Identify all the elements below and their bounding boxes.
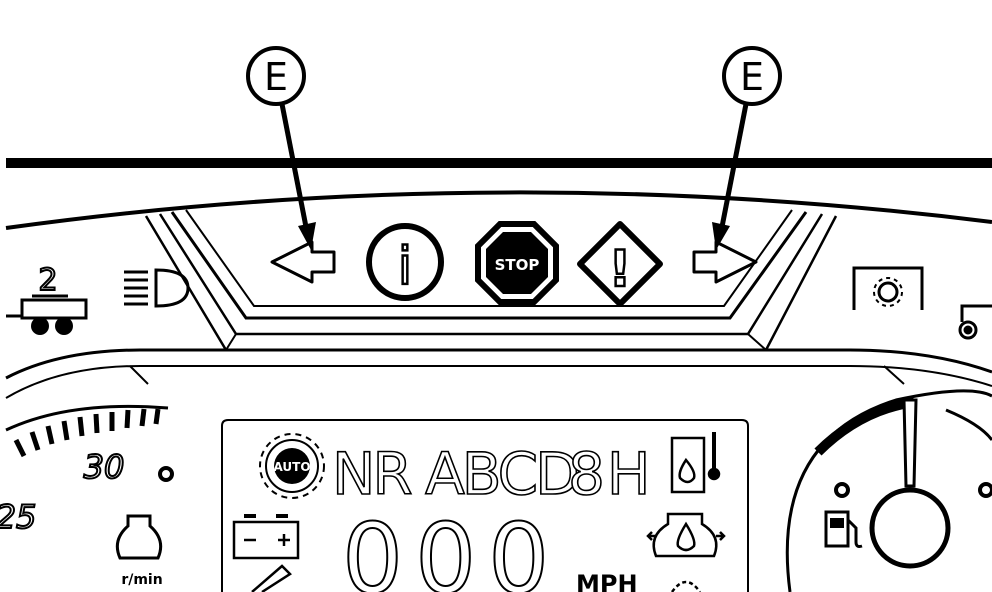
warning-symbol: ! [609, 240, 632, 298]
indicator-lamp-dot [158, 466, 174, 482]
battery-icon [232, 514, 300, 560]
lcd-speed-unit: MPH [576, 570, 638, 592]
auto-label: AUTO [273, 460, 310, 474]
turn-signal-right-indicator [692, 240, 758, 284]
info-symbol: i [398, 237, 412, 297]
info-lamp-icon: i [366, 223, 444, 301]
warning-lamp-icon: ! [577, 221, 663, 307]
tach-unit-label: r/min [121, 572, 162, 588]
auto-mode-icon: AUTO [259, 433, 325, 499]
trailer-number: 2 [38, 263, 57, 298]
gear-partial-icon [670, 580, 702, 592]
pto-engaged-icon [852, 266, 924, 310]
turn-signal-left-indicator [270, 240, 336, 284]
cluster-lower-edge-inner [5, 365, 992, 399]
fuel-gauge [785, 389, 992, 592]
fuel-pump-icon [824, 510, 863, 548]
engine-preheat-icon [115, 514, 163, 560]
callout-label: E [264, 55, 288, 99]
trim-notch-left [129, 365, 149, 385]
stop-lamp-icon: STOP [475, 221, 559, 305]
tachometer-gauge: 30 25 r/min [0, 404, 174, 588]
coolant-level-icon [670, 432, 721, 494]
cluster-upper-edge [5, 190, 992, 230]
tach-partial-label: 25 [0, 498, 36, 536]
indicator-lamp-dot [978, 482, 992, 498]
fuel-gauge-hub [869, 487, 951, 569]
oil-pressure-icon [646, 512, 726, 558]
stop-text: STOP [495, 256, 540, 274]
fuel-gauge-needle [902, 398, 918, 488]
lcd-display: AUTO NR ABCD 8H 000 MPH [221, 419, 749, 592]
trailer-indicator-icon: 2 [6, 262, 88, 335]
headlight-icon [124, 268, 190, 308]
lcd-speed-digits: 000 [342, 503, 561, 592]
trim-notch-right [883, 365, 905, 385]
cluster-lower-edge-outer [5, 348, 992, 380]
tractor-icon [958, 304, 992, 340]
fuel-filter-icon [251, 564, 292, 592]
lcd-range-digits: 8H [568, 440, 653, 508]
callout-e-right: E [712, 46, 782, 250]
lcd-gear-text: NR ABCD [332, 440, 577, 508]
tach-scale-label: 30 [84, 448, 125, 486]
callout-e-left: E [246, 46, 316, 250]
callout-label: E [740, 55, 764, 99]
indicator-lamp-dot [834, 482, 850, 498]
dash-top-edge [6, 158, 992, 168]
